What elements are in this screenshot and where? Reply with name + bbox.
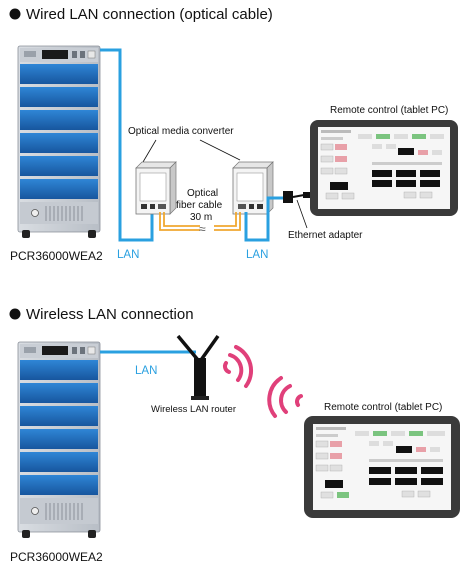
router-label: Wireless LAN router (151, 404, 236, 415)
cable-break-icon: ≈ (199, 222, 206, 236)
wireless-title: Wireless LAN connection (26, 306, 194, 323)
caster-wheel-icon (22, 530, 30, 538)
media-converter-right (232, 161, 274, 215)
wired-remote-label: Remote control (tablet PC) (330, 105, 448, 116)
wired-lan-label-left: LAN (117, 249, 139, 261)
tablet-pc-wired (310, 120, 458, 216)
front-panel-display-icon (42, 50, 68, 59)
wireless-router-icon (176, 334, 220, 400)
fiber-length-label: 30 m (190, 212, 212, 223)
wired-title-bullet (9, 8, 21, 20)
tablet-screen-ui (315, 427, 445, 499)
fiber-label-line2: fiber cable (176, 200, 223, 211)
wireless-model-label: PCR36000WEA2 (10, 550, 103, 564)
fiber-label-line1: Optical (187, 188, 218, 199)
wifi-signal-icon-incoming (267, 376, 303, 418)
tablet-pc-wireless (304, 416, 460, 518)
wired-title: Wired LAN connection (optical cable) (26, 6, 273, 23)
media-converter-left (135, 161, 177, 215)
wireless-lan-label: LAN (135, 365, 157, 377)
wired-lan-label-right: LAN (246, 249, 268, 261)
wired-model-label: PCR36000WEA2 (10, 249, 103, 263)
caster-wheel-icon (22, 230, 30, 238)
wired-section: Wired LAN connection (optical cable) (9, 6, 458, 263)
wireless-title-bullet (9, 308, 21, 320)
wireless-remote-label: Remote control (tablet PC) (324, 402, 442, 413)
wifi-signal-icon-outgoing (223, 345, 254, 388)
ethernet-adapter-label: Ethernet adapter (288, 230, 363, 241)
ethernet-adapter-icon (283, 191, 310, 203)
wireless-section: Wireless LAN connection (9, 306, 460, 564)
power-supply-unit-wireless (17, 341, 101, 538)
media-converter-label: Optical media converter (128, 126, 234, 137)
front-panel-display-icon (42, 346, 68, 355)
lan-cable-left (100, 48, 154, 242)
tablet-screen-ui (320, 130, 444, 200)
lan-cable-right (244, 196, 284, 242)
optical-fiber-cable (159, 212, 241, 231)
power-supply-unit-wired (17, 45, 101, 238)
